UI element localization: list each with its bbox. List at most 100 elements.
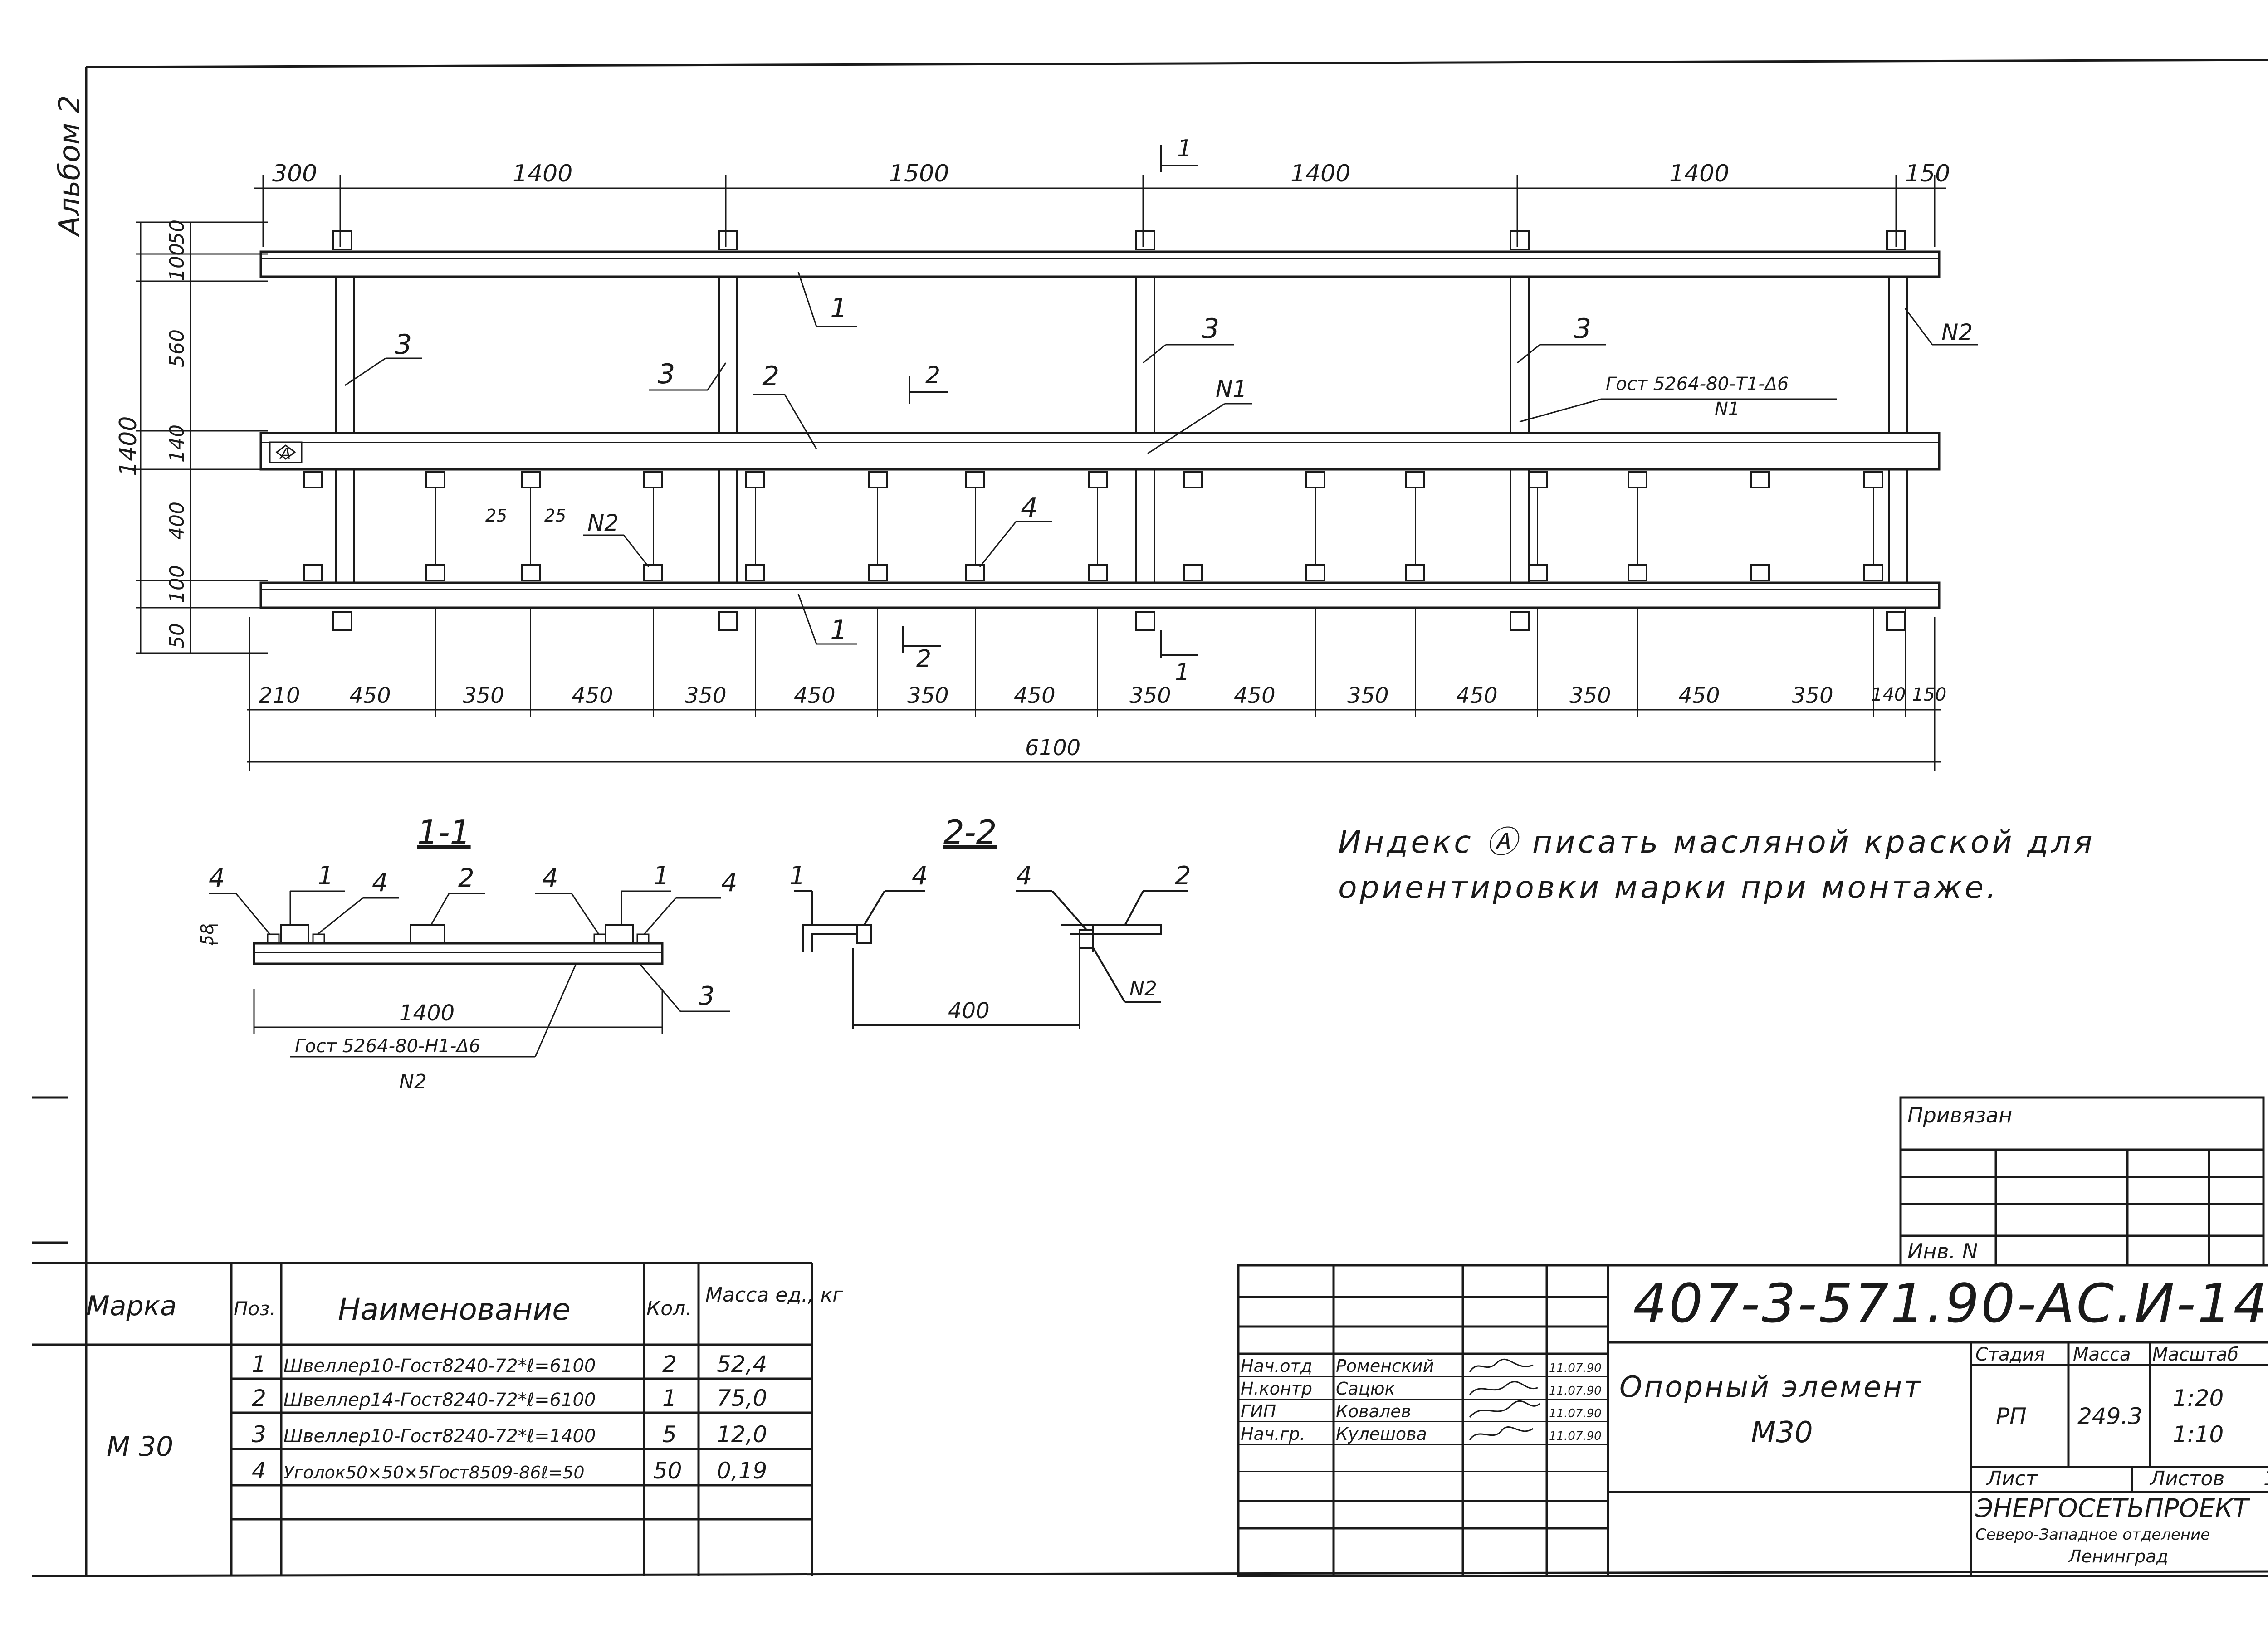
sig-date-1: 11.07.90 bbox=[1549, 1361, 1602, 1375]
section-1-1: 1-1 4 1 4 2 4 1 4 3 58 bbox=[197, 813, 738, 1093]
bottom-dim-10: 350 bbox=[1347, 683, 1389, 708]
sig-role-4: Нач.гр. bbox=[1241, 1424, 1305, 1444]
section-mark-2-top: 2 bbox=[925, 362, 940, 389]
bottom-dim-9: 450 bbox=[1234, 683, 1276, 708]
s11-pos-4b: 4 bbox=[372, 868, 388, 897]
section-mark-1-top: 1 bbox=[1177, 135, 1192, 162]
plan-pos-1-bottom: 1 bbox=[830, 615, 847, 646]
top-dim-150: 150 bbox=[1905, 160, 1950, 187]
spec-row-3-pos: 3 bbox=[252, 1421, 266, 1448]
s11-pos-4c: 4 bbox=[542, 863, 558, 893]
spec-row-4-name: Уголок50×50×5Гост8509-86ℓ=50 bbox=[284, 1463, 585, 1483]
bottom-dim-14: 350 bbox=[1792, 683, 1833, 708]
spec-table: Марка Поз. Наименование Кол. Масса ед., … bbox=[32, 1262, 843, 1576]
plan-pos-3b: 3 bbox=[658, 358, 675, 390]
sig-name-1: Роменский bbox=[1336, 1356, 1434, 1376]
plan-pos-2: 2 bbox=[762, 361, 779, 392]
left-dim-50: 50 bbox=[166, 219, 189, 245]
s22-pos-4a: 4 bbox=[912, 861, 928, 891]
left-dim-1400: 1400 bbox=[115, 416, 142, 476]
bottom-dim-13: 450 bbox=[1678, 683, 1720, 708]
section-1-1-title: 1-1 bbox=[417, 813, 471, 851]
top-dim-1400c: 1400 bbox=[1669, 160, 1729, 187]
org-line-2: Северо-Западное отделение bbox=[1975, 1526, 2210, 1544]
description-line-2: М30 bbox=[1751, 1416, 1813, 1449]
bottom-dim-6: 350 bbox=[907, 683, 949, 708]
binding-inv: Инв. N bbox=[1907, 1239, 1978, 1263]
plan-pos-4: 4 bbox=[1021, 492, 1038, 524]
spec-header-qty: Кол. bbox=[646, 1297, 692, 1320]
section-mark-1-bottom: 1 bbox=[1175, 659, 1190, 686]
sig-role-3: ГИП bbox=[1241, 1401, 1276, 1421]
index-mark: A bbox=[279, 445, 291, 463]
org-line-3: Ленинград bbox=[2068, 1546, 2168, 1566]
plan-pos-1-top: 1 bbox=[830, 293, 847, 324]
org-line-1: ЭНЕРГОСЕТЬПРОЕКТ bbox=[1975, 1494, 2250, 1523]
spec-row-1-pos: 1 bbox=[252, 1351, 266, 1377]
bottom-dim-11: 450 bbox=[1456, 683, 1498, 708]
sig-name-3: Ковалев bbox=[1336, 1401, 1411, 1421]
left-dim-50b: 50 bbox=[166, 623, 189, 649]
binding-box: Привязан Инв. N bbox=[1899, 1096, 2265, 1267]
sig-name-4: Кулешова bbox=[1336, 1424, 1427, 1444]
top-dim-1400a: 1400 bbox=[513, 160, 572, 187]
signature-scribbles bbox=[1469, 1358, 1540, 1440]
spec-row-2-mass: 75,0 bbox=[717, 1385, 767, 1411]
spec-row-3-name: Швеллер10-Гост8240-72*ℓ=1400 bbox=[284, 1426, 596, 1447]
bottom-dim-1: 450 bbox=[349, 683, 391, 708]
top-dim-1500: 1500 bbox=[889, 160, 949, 187]
note-line-2: ориентировки марки при монтаже. bbox=[1338, 870, 1999, 906]
spec-row-1-mass: 52,4 bbox=[717, 1351, 767, 1377]
scale-value-2: 1:10 bbox=[2173, 1421, 2224, 1448]
mass-value: 249.3 bbox=[2077, 1403, 2142, 1429]
sig-name-2: Сацюк bbox=[1336, 1379, 1395, 1399]
spec-row-1-qty: 2 bbox=[662, 1351, 677, 1377]
spec-row-3-mass: 12,0 bbox=[717, 1421, 767, 1448]
angle-row-lower bbox=[303, 564, 1883, 581]
total-length-dim: 6100 bbox=[1025, 735, 1080, 761]
plan-weld-note-sub: N1 bbox=[1715, 399, 1740, 419]
plan-weld-note: Гост 5264-80-Т1-Δ6 bbox=[1606, 374, 1789, 395]
doc-code: 407-3-571.90-АС.И-14 bbox=[1633, 1272, 2268, 1335]
sheet-frame bbox=[31, 59, 2268, 1577]
bottom-dim-5: 450 bbox=[794, 683, 836, 708]
bottom-dim-16: 150 bbox=[1912, 684, 1946, 705]
angle-row-upper bbox=[303, 471, 1883, 488]
spec-row-4-pos: 4 bbox=[252, 1458, 266, 1484]
s11-pos-2: 2 bbox=[458, 863, 474, 893]
plan-pos-3c: 3 bbox=[1202, 313, 1219, 345]
left-dim-560: 560 bbox=[166, 329, 189, 367]
sig-date-2: 11.07.90 bbox=[1549, 1384, 1602, 1398]
s11-pos-1a: 1 bbox=[318, 861, 334, 891]
binding-title: Привязан bbox=[1907, 1103, 2012, 1127]
s22-pos-1: 1 bbox=[789, 861, 806, 891]
spec-header-pos: Поз. bbox=[234, 1297, 276, 1320]
sheets-label: Листов bbox=[2149, 1467, 2224, 1490]
top-dim-1400b: 1400 bbox=[1290, 160, 1350, 187]
bottom-dim-0: 210 bbox=[259, 683, 300, 708]
sig-date-4: 11.07.90 bbox=[1549, 1429, 1602, 1443]
bottom-dim-2: 350 bbox=[463, 683, 504, 708]
spec-row-4-mass: 0,19 bbox=[717, 1458, 767, 1484]
bottom-dim-12: 350 bbox=[1569, 683, 1611, 708]
bottom-dim-7: 450 bbox=[1014, 683, 1056, 708]
sig-role-1: Нач.отд bbox=[1241, 1356, 1312, 1376]
left-dim-100b: 100 bbox=[166, 565, 189, 603]
description-line-1: Опорный элемент bbox=[1619, 1371, 1923, 1404]
spec-header-name: Наименование bbox=[338, 1292, 571, 1327]
spec-row-2-pos: 2 bbox=[252, 1385, 266, 1411]
plan-pos-n2-lower: N2 bbox=[587, 510, 619, 536]
plan-pos-n1: N1 bbox=[1216, 376, 1247, 402]
stage-header: Стадия bbox=[1975, 1344, 2045, 1365]
bottom-dim-3: 450 bbox=[572, 683, 613, 708]
plan-pos-n2-upper: N2 bbox=[1941, 319, 1973, 346]
s11-weld-note-sub: N2 bbox=[399, 1070, 427, 1093]
note-line-1: Индекс Ⓐ писать масляной краской для bbox=[1338, 824, 2095, 860]
scale-header: Масштаб bbox=[2152, 1344, 2239, 1365]
bottom-dim-8: 350 bbox=[1129, 683, 1171, 708]
s11-weld-note: Гост 5264-80-Н1-Δ6 bbox=[295, 1036, 480, 1057]
stage-value: РП bbox=[1996, 1403, 2027, 1429]
gap-dim-b: 25 bbox=[544, 506, 566, 526]
spec-row-1-name: Швеллер10-Гост8240-72*ℓ=6100 bbox=[284, 1356, 596, 1376]
